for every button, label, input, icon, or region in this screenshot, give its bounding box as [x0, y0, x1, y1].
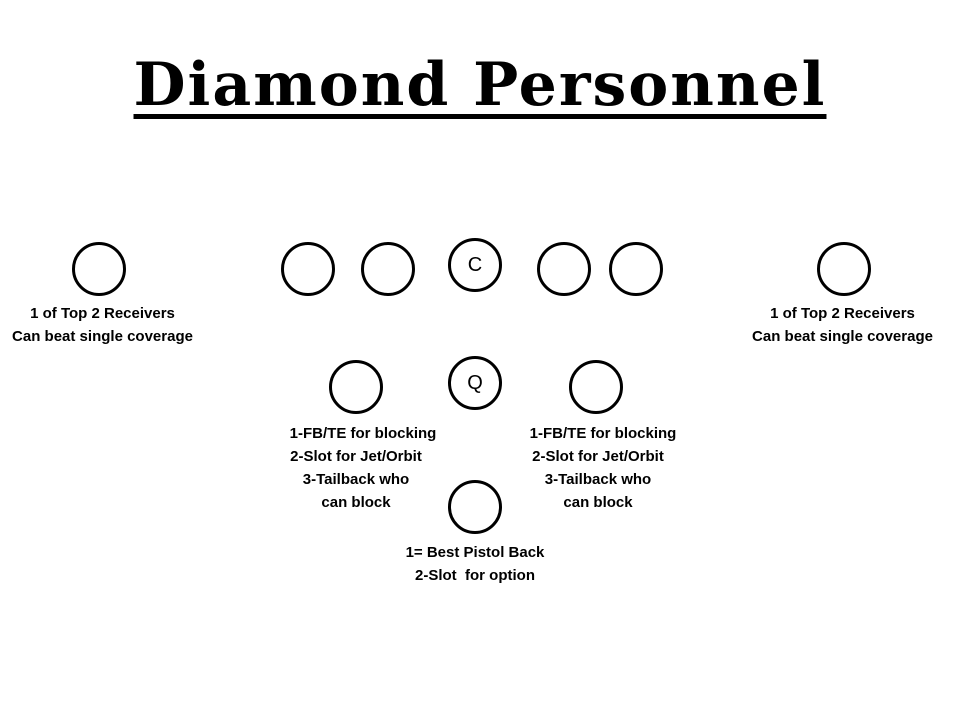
- left-receiver-note: 1 of Top 2 Receivers Can beat single cov…: [0, 302, 205, 348]
- note-line: 3-Tailback who: [544, 471, 652, 488]
- left-guard-circle: [361, 242, 415, 296]
- note-line: can block: [563, 494, 633, 511]
- diagram-title: Diamond Personnel: [133, 50, 827, 120]
- left-back-circle: [329, 360, 383, 414]
- note-line: 1= Best Pistol Back: [405, 544, 545, 561]
- quarterback-circle: Q: [448, 356, 502, 410]
- note-line: 1 of Top 2 Receivers: [770, 305, 915, 322]
- note-line: 1-FB/TE for blocking: [529, 425, 677, 442]
- note-line: 3-Tailback who: [302, 471, 410, 488]
- right-back-note: 1-FB/TE for blocking 2-Slot for Jet/Orbi…: [498, 422, 698, 514]
- right-receiver-circle: [817, 242, 871, 296]
- note-line: Can beat single coverage: [752, 328, 933, 345]
- right-tackle-circle: [609, 242, 663, 296]
- right-receiver-note: 1 of Top 2 Receivers Can beat single cov…: [740, 302, 945, 348]
- note-line: Can beat single coverage: [12, 328, 193, 345]
- left-back-note: 1-FB/TE for blocking 2-Slot for Jet/Orbi…: [256, 422, 456, 514]
- note-line: can block: [321, 494, 391, 511]
- note-line: 1-FB/TE for blocking: [289, 425, 437, 442]
- pistol-back-note: 1= Best Pistol Back 2-Slot for option: [375, 541, 575, 587]
- right-back-circle: [569, 360, 623, 414]
- right-guard-circle: [537, 242, 591, 296]
- pistol-back-circle: [448, 480, 502, 534]
- left-tackle-circle: [281, 242, 335, 296]
- note-line: 1 of Top 2 Receivers: [30, 305, 175, 322]
- note-line: 2-Slot for option: [415, 567, 535, 584]
- note-line: 2-Slot for Jet/Orbit: [290, 448, 422, 465]
- left-receiver-circle: [72, 242, 126, 296]
- note-line: 2-Slot for Jet/Orbit: [532, 448, 664, 465]
- center-circle: C: [448, 238, 502, 292]
